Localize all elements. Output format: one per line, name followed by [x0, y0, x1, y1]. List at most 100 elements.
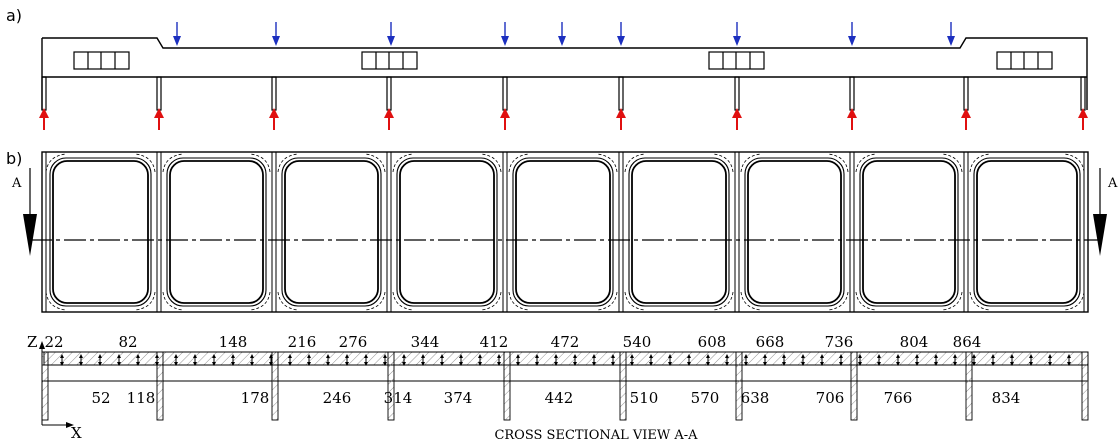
- pin-icon: [820, 354, 824, 366]
- support-arrow-icon: [269, 108, 279, 130]
- section-pins: [60, 354, 1071, 366]
- dimension-label-top: 608: [698, 333, 727, 351]
- plan-cell: [156, 152, 271, 312]
- pin-icon: [1010, 354, 1014, 366]
- pin-icon: [801, 354, 805, 366]
- pin-icon: [858, 354, 862, 366]
- pin-icon: [1029, 354, 1033, 366]
- dimension-label-top: 22: [44, 333, 63, 351]
- pin-icon: [554, 354, 558, 366]
- pin-icon: [839, 354, 843, 366]
- plan-cell: [502, 152, 618, 312]
- section-wall: [850, 351, 858, 421]
- support-arrow-icon: [384, 108, 394, 130]
- dimension-label-top: 344: [411, 333, 440, 351]
- load-arrow-icon: [733, 22, 741, 46]
- pin-icon: [478, 354, 482, 366]
- dimension-label-bottom: 374: [444, 389, 473, 407]
- support-arrow-icon: [39, 108, 49, 130]
- dimension-label-top: 736: [825, 333, 854, 351]
- pin-icon: [402, 354, 406, 366]
- plan-cell: [271, 152, 386, 312]
- pin-icon: [98, 354, 102, 366]
- pin-icon: [649, 354, 653, 366]
- section-wall: [619, 351, 627, 421]
- bearing-blocks: [73, 51, 1053, 70]
- load-arrow-icon: [558, 22, 566, 46]
- pin-icon: [383, 354, 387, 366]
- dimension-label-top: 804: [900, 333, 929, 351]
- pin-icon: [440, 354, 444, 366]
- pin-icon: [364, 354, 368, 366]
- pin-icon: [60, 354, 64, 366]
- plan-view: [30, 151, 1102, 313]
- load-arrow-icon: [947, 22, 955, 46]
- support-arrow-icon: [1078, 108, 1088, 130]
- dimension-label-top: 82: [118, 333, 137, 351]
- section-label-left: A: [11, 176, 22, 191]
- load-arrow-icon: [272, 22, 280, 46]
- section-wall: [503, 351, 511, 421]
- cross-section: [41, 351, 1089, 421]
- pin-icon: [497, 354, 501, 366]
- pin-icon: [687, 354, 691, 366]
- plan-cell: [963, 152, 1085, 312]
- pin-icon: [592, 354, 596, 366]
- load-arrow-icon: [173, 22, 181, 46]
- pin-icon: [1048, 354, 1052, 366]
- pin-icon: [136, 354, 140, 366]
- part-b-label: b): [6, 149, 22, 168]
- dimension-label-top: 540: [623, 333, 652, 351]
- pin-icon: [288, 354, 292, 366]
- dimension-label-bottom: 442: [545, 389, 574, 407]
- section-wall: [41, 351, 49, 421]
- support-post: [386, 76, 392, 111]
- section-marker-right: A: [1093, 168, 1118, 256]
- load-arrow-icon: [501, 22, 509, 46]
- axis-z-label: Z: [27, 333, 37, 351]
- plan-cell: [386, 152, 502, 312]
- dimension-label-bottom: 766: [884, 389, 913, 407]
- section-wall: [271, 351, 279, 421]
- dimension-label-bottom: 178: [241, 389, 270, 407]
- support-arrow-icon: [154, 108, 164, 130]
- pin-icon: [155, 354, 159, 366]
- dimension-label-bottom: 706: [816, 389, 845, 407]
- part-a-label: a): [6, 6, 22, 25]
- pin-icon: [326, 354, 330, 366]
- section-marker-left: A: [11, 168, 37, 256]
- arrow-down-icon: [23, 214, 37, 256]
- dimension-label-bottom: 834: [992, 389, 1021, 407]
- support-posts: [41, 76, 1086, 111]
- bearing-block-2: [361, 51, 418, 70]
- dimension-label-top: 216: [288, 333, 317, 351]
- pin-icon: [630, 354, 634, 366]
- dimension-label-top: 276: [339, 333, 368, 351]
- arrow-down-icon: [1093, 214, 1107, 256]
- support-arrow-icon: [616, 108, 626, 130]
- plan-cell: [849, 152, 963, 312]
- dimension-label-top: 412: [480, 333, 509, 351]
- pin-icon: [212, 354, 216, 366]
- pin-icon: [174, 354, 178, 366]
- section-label-right: A: [1107, 176, 1118, 191]
- pin-icon: [877, 354, 881, 366]
- pin-icon: [117, 354, 121, 366]
- support-post: [156, 76, 162, 111]
- section-wall: [1081, 351, 1089, 421]
- pin-icon: [915, 354, 919, 366]
- support-post: [618, 76, 624, 111]
- pin-icon: [668, 354, 672, 366]
- pin-icon: [535, 354, 539, 366]
- plan-cell: [618, 152, 734, 312]
- dimension-label-bottom: 246: [323, 389, 352, 407]
- pin-icon: [421, 354, 425, 366]
- pin-icon: [706, 354, 710, 366]
- bearing-block-4: [996, 51, 1053, 70]
- support-post: [1080, 76, 1086, 111]
- pin-icon: [991, 354, 995, 366]
- load-arrow-icon: [617, 22, 625, 46]
- dimension-label-top: 668: [756, 333, 785, 351]
